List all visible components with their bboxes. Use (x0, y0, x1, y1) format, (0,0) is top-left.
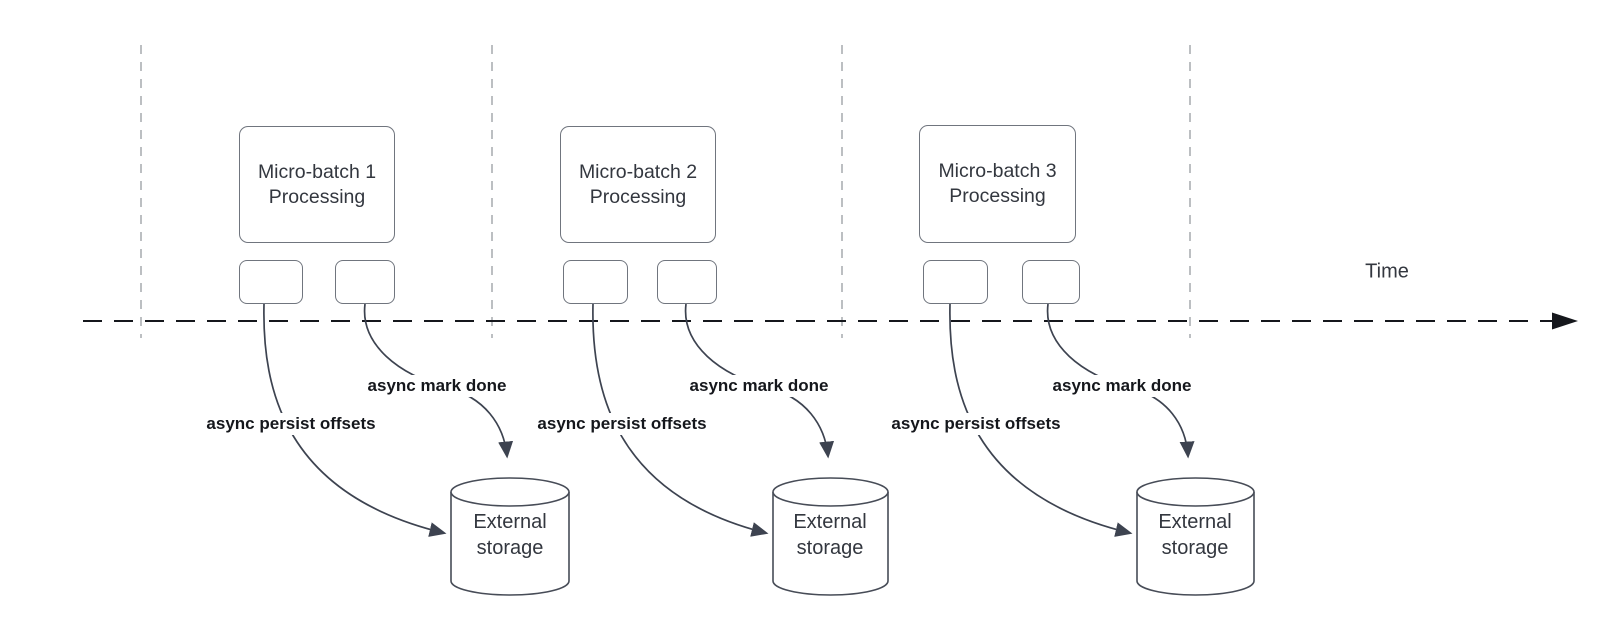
batch-1-persist-task-box (239, 260, 303, 304)
storage-cylinder-icon-3 (1136, 477, 1255, 596)
batch-1-mark-done-label: async mark done (363, 375, 511, 397)
batch-1-mark-done-task-box (335, 260, 395, 304)
external-storage-cylinders (450, 477, 1255, 596)
time-axis-arrowhead-icon (1552, 312, 1578, 330)
external-storage-label-1-line2: storage (476, 537, 544, 559)
persist-offsets-arrow-1 (263, 303, 447, 537)
batch-3-persist-task-box (923, 260, 988, 304)
batch-3-persist-offsets-label: async persist offsets (887, 413, 1065, 435)
batch-2-persist-offsets-label: async persist offsets (533, 413, 711, 435)
storage-cylinder-icon-1 (450, 477, 570, 596)
micro-batch-1-title-line1: Micro-batch 1 (257, 160, 377, 183)
storage-cylinder-icon-2 (772, 477, 889, 596)
external-storage-label-1: External storage (473, 509, 546, 561)
external-storage-label-2: External storage (793, 509, 866, 561)
external-storage-label-1-line1: External (473, 511, 547, 533)
external-storage-label-2-line1: External (793, 511, 867, 533)
micro-batch-2-box: Micro-batch 2 Processing (560, 126, 716, 243)
micro-batch-3-box: Micro-batch 3 Processing (919, 125, 1076, 243)
persist-offsets-arrow-2 (592, 303, 769, 537)
micro-batch-2-title-line2: Processing (589, 185, 687, 208)
batch-1-persist-offsets-label: async persist offsets (202, 413, 380, 435)
time-interval-guides (140, 45, 1191, 338)
micro-batch-1-box: Micro-batch 1 Processing (239, 126, 395, 243)
external-storage-label-3: External storage (1158, 509, 1231, 561)
micro-batch-3-title-line2: Processing (949, 185, 1046, 207)
batch-3-mark-done-label: async mark done (1048, 375, 1196, 397)
time-axis (83, 312, 1578, 330)
time-axis-label: Time (1365, 260, 1409, 283)
persist-offsets-arrow-3 (949, 303, 1133, 537)
external-storage-label-3-line1: External (1158, 511, 1232, 533)
micro-batch-2-title-line1: Micro-batch 2 (578, 160, 698, 183)
batch-2-persist-task-box (563, 260, 628, 304)
external-storage-label-3-line2: storage (1161, 537, 1229, 559)
batch-3-mark-done-task-box (1022, 260, 1080, 304)
batch-2-mark-done-label: async mark done (685, 375, 833, 397)
external-storage-label-2-line2: storage (796, 537, 864, 559)
micro-batch-3-title-line1: Micro-batch 3 (938, 160, 1057, 182)
micro-batch-1-title-line2: Processing (268, 185, 366, 208)
batch-2-mark-done-task-box (657, 260, 717, 304)
